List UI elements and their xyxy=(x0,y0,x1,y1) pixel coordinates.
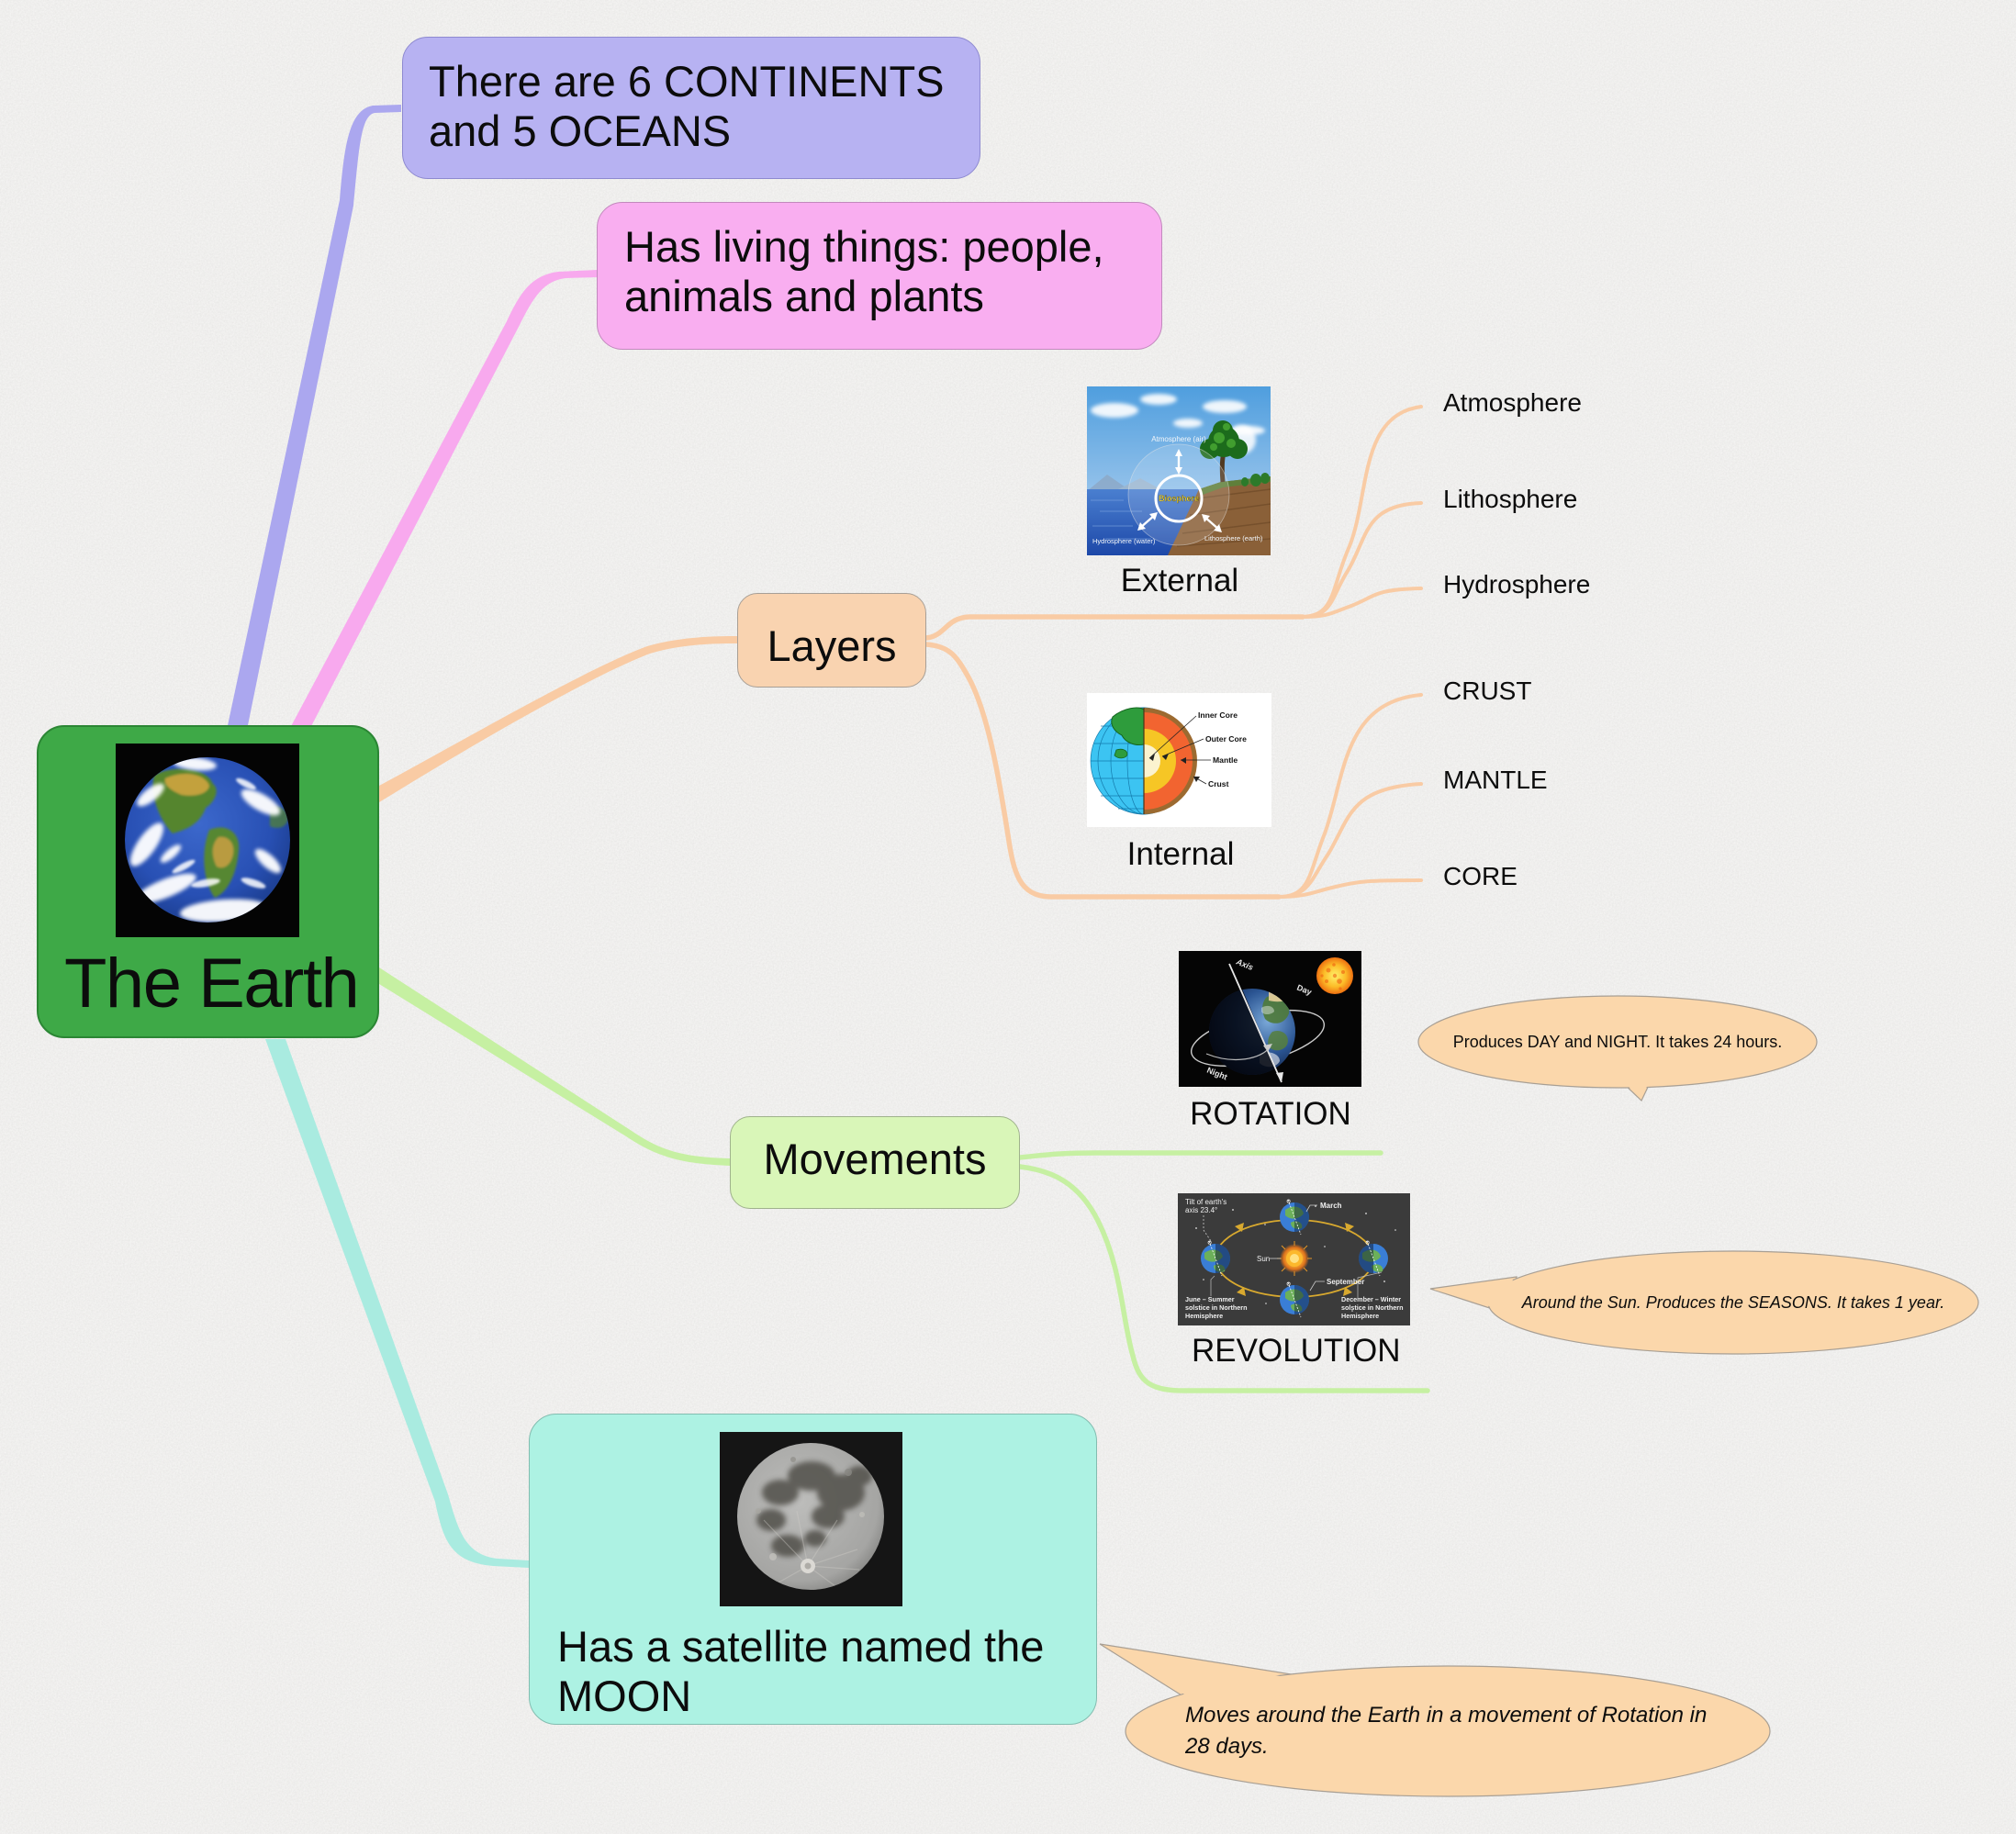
svg-text:Sun: Sun xyxy=(1257,1255,1270,1263)
svg-text:Atmosphere (air): Atmosphere (air) xyxy=(1151,435,1206,443)
svg-text:Biosphere: Biosphere xyxy=(1159,494,1199,503)
svg-text:solstice in Northern: solstice in Northern xyxy=(1185,1303,1248,1312)
svg-text:September: September xyxy=(1327,1278,1364,1286)
svg-text:Hemisphere: Hemisphere xyxy=(1341,1312,1379,1320)
svg-text:March: March xyxy=(1320,1202,1342,1210)
svg-text:Hydrosphere (water): Hydrosphere (water) xyxy=(1092,537,1156,545)
svg-text:Crust: Crust xyxy=(1208,779,1229,788)
svg-text:Tilt of earth's: Tilt of earth's xyxy=(1185,1198,1226,1206)
svg-text:axis 23.4°: axis 23.4° xyxy=(1185,1206,1217,1214)
svg-text:June – Summer: June – Summer xyxy=(1185,1295,1235,1303)
svg-text:Inner Core: Inner Core xyxy=(1198,710,1238,720)
svg-text:Lithosphere (earth): Lithosphere (earth) xyxy=(1204,534,1263,542)
svg-text:Mantle: Mantle xyxy=(1213,755,1238,765)
svg-text:solstice in Northern: solstice in Northern xyxy=(1341,1303,1404,1312)
svg-text:Hemisphere: Hemisphere xyxy=(1185,1312,1223,1320)
svg-text:December – Winter: December – Winter xyxy=(1341,1295,1401,1303)
svg-text:Outer Core: Outer Core xyxy=(1205,734,1247,744)
